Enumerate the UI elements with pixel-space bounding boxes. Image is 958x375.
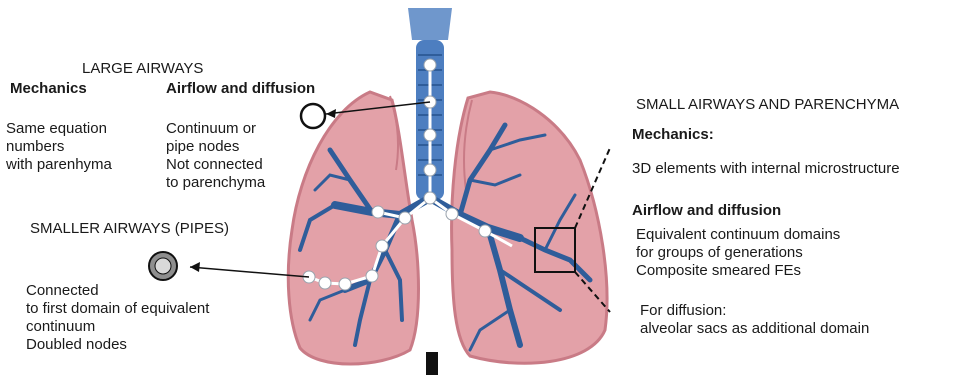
smaller-airway-arrowhead <box>190 262 200 272</box>
small-mechanics-text: 3D elements with internal microstructure <box>632 160 900 178</box>
larynx <box>408 8 452 40</box>
large-airflow-line: to parenchyma <box>166 174 265 192</box>
large-airflow-line: pipe nodes <box>166 138 265 156</box>
small-airflow-line: Equivalent continuum domains <box>636 226 840 244</box>
large-airflow-line: Continuum or <box>166 120 265 138</box>
small-airflow-line: Composite smeared FEs <box>636 262 840 280</box>
large-airflow-text: Continuum or pipe nodes Not connected to… <box>166 120 265 192</box>
large-airway-node-icon <box>301 104 325 128</box>
small-airflow-line: for groups of generations <box>636 244 840 262</box>
small-airflow-text: Equivalent continuum domains for groups … <box>636 226 840 280</box>
large-airflow-title: Airflow and diffusion <box>166 80 315 98</box>
large-airway-arrowhead <box>326 109 336 118</box>
large-mechanics-title: Mechanics <box>10 80 87 98</box>
large-mechanics-line: with parenhyma <box>6 156 112 174</box>
large-airways-heading: LARGE AIRWAYS <box>82 60 203 78</box>
large-mechanics-text: Same equation numbers with parenhyma <box>6 120 112 174</box>
smaller-airways-line: continuum <box>26 318 209 336</box>
smaller-airways-text: Connected to first domain of equivalent … <box>26 282 209 354</box>
smaller-airways-line: Doubled nodes <box>26 336 209 354</box>
large-mechanics-line: Same equation <box>6 120 112 138</box>
small-airflow-title: Airflow and diffusion <box>632 202 781 220</box>
right-lung <box>452 92 607 363</box>
small-airways-heading: SMALL AIRWAYS AND PARENCHYMA <box>636 96 899 114</box>
large-airflow-line: Not connected <box>166 156 265 174</box>
smaller-airways-line: to first domain of equivalent <box>26 300 209 318</box>
spine-fragment <box>426 352 438 375</box>
doubled-node-inner <box>155 258 171 274</box>
diffusion-text: For diffusion: alveolar sacs as addition… <box>640 302 869 338</box>
smaller-airways-line: Connected <box>26 282 209 300</box>
diffusion-line: alveolar sacs as additional domain <box>640 320 869 338</box>
small-mechanics-title: Mechanics: <box>632 126 714 144</box>
diffusion-line: For diffusion: <box>640 302 869 320</box>
smaller-airways-heading: SMALLER AIRWAYS (PIPES) <box>30 220 229 238</box>
large-mechanics-line: numbers <box>6 138 112 156</box>
